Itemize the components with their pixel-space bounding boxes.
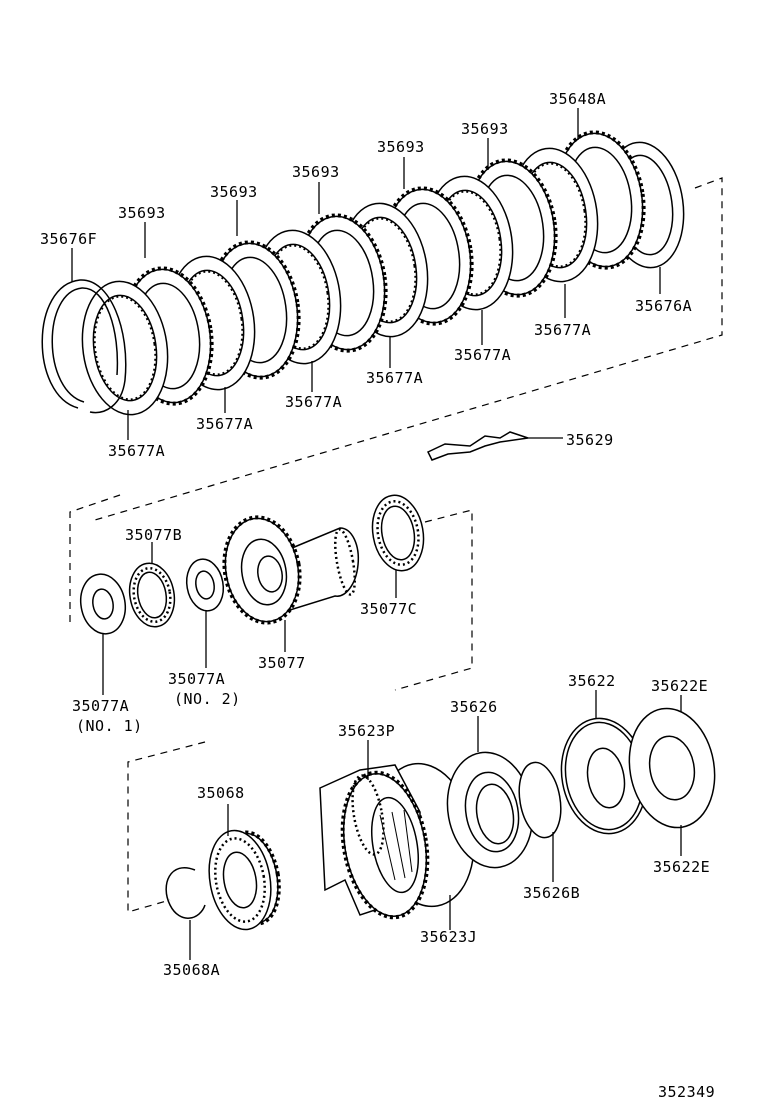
- label-35629: 35629: [566, 431, 614, 449]
- label-35077A-no2: 35077A: [168, 670, 225, 688]
- label-35677A-1: 35677A: [534, 321, 591, 339]
- label-35626B: 35626B: [523, 884, 580, 902]
- label-35623J: 35623J: [420, 928, 477, 946]
- part-35622: [560, 717, 648, 835]
- label-35626: 35626: [450, 698, 498, 716]
- middle-boundary: [69, 494, 473, 691]
- label-35068A: 35068A: [163, 961, 220, 979]
- label-35693-3: 35693: [292, 163, 340, 181]
- label-35693-4: 35693: [377, 138, 425, 156]
- part-35068A: [165, 867, 206, 919]
- label-35693-1: 35693: [118, 204, 166, 222]
- part-35077B: [128, 562, 176, 628]
- label-35677A-5: 35677A: [196, 415, 253, 433]
- label-35622E-1: 35622E: [651, 677, 708, 695]
- label-no2: (NO. 2): [174, 690, 241, 708]
- part-35077A-no1: [79, 573, 127, 635]
- part-35622E: [628, 707, 716, 829]
- lower-boundary: [127, 741, 206, 913]
- label-35677A-4: 35677A: [285, 393, 342, 411]
- label-35623P: 35623P: [338, 722, 395, 740]
- part-35077A-no2: [185, 558, 225, 612]
- label-35068: 35068: [197, 784, 245, 802]
- label-35622E-2: 35622E: [653, 858, 710, 876]
- part-35077C: [371, 494, 425, 572]
- part-35626B: [518, 761, 562, 839]
- plate-series: [81, 147, 599, 416]
- label-35077A-no1: 35077A: [72, 697, 129, 715]
- part-35626: [446, 751, 534, 869]
- part-35623P: [351, 774, 385, 856]
- part-35676F-snap-ring: [41, 279, 127, 414]
- clutch-pack: [41, 130, 685, 416]
- part-labels: 35676F 35693 35693 35693 35693 35693 356…: [40, 90, 715, 1101]
- label-35077: 35077: [258, 654, 306, 672]
- label-35676A: 35676A: [635, 297, 692, 315]
- label-35077B: 35077B: [125, 526, 182, 544]
- label-35677A-3: 35677A: [366, 369, 423, 387]
- label-35077C: 35077C: [360, 600, 417, 618]
- leader-lines: [71, 108, 682, 960]
- label-35677A-6: 35677A: [108, 442, 165, 460]
- label-35648A: 35648A: [549, 90, 606, 108]
- label-no1: (NO. 1): [76, 717, 143, 735]
- part-35077-gear: [222, 515, 360, 625]
- label-35676F: 35676F: [40, 230, 97, 248]
- label-35693-5: 35693: [461, 120, 509, 138]
- label-35622: 35622: [568, 672, 616, 690]
- part-35629: [426, 431, 529, 461]
- part-35068: [208, 829, 281, 931]
- diagram-id: 352349: [658, 1083, 715, 1101]
- clutch-pack-boundary: [94, 177, 723, 521]
- label-35677A-2: 35677A: [454, 346, 511, 364]
- label-35693-2: 35693: [210, 183, 258, 201]
